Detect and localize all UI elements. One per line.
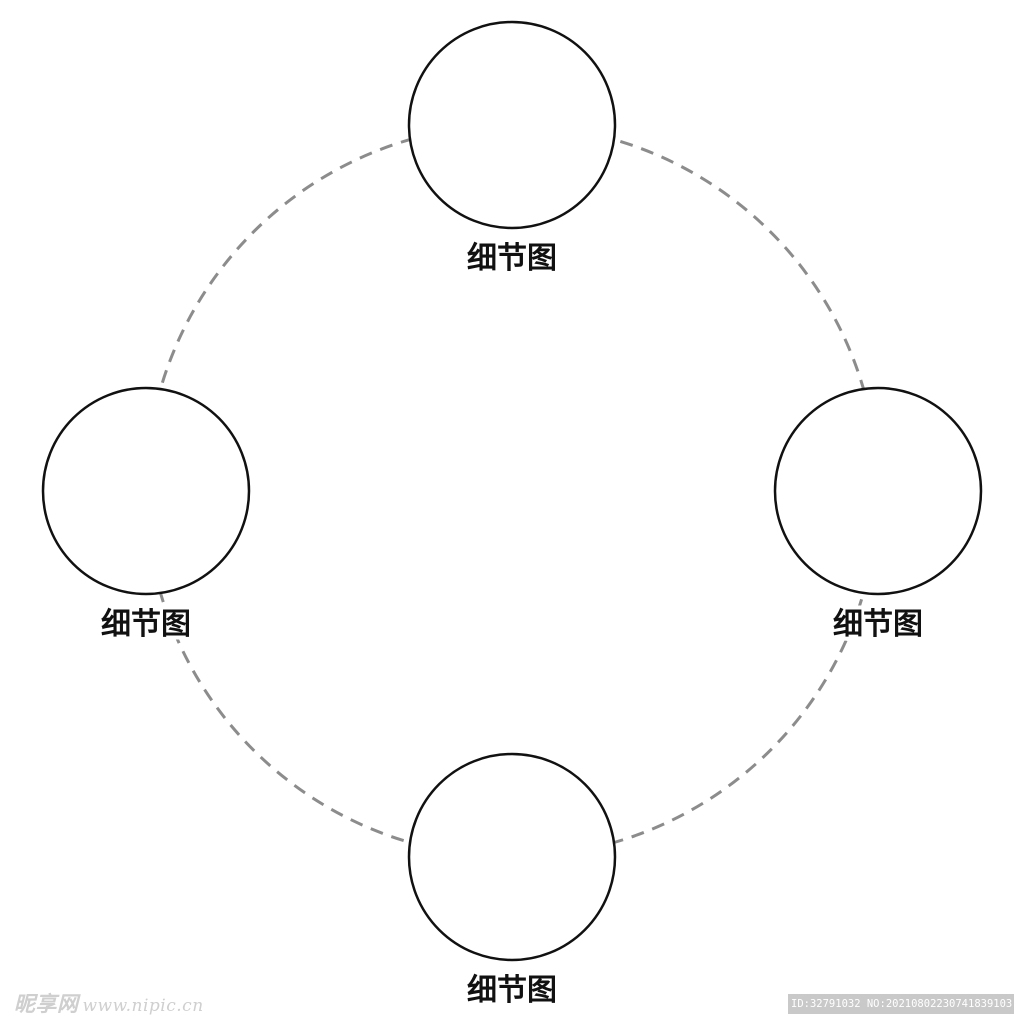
node-label-left: 细节图 <box>101 607 191 642</box>
node-label-right: 细节图 <box>833 607 923 642</box>
watermark-site-url: www.nipic.cn <box>82 996 204 1016</box>
node-label-top: 细节图 <box>467 241 557 276</box>
node-circle-bottom <box>407 752 617 962</box>
node-label-bottom: 细节图 <box>467 973 557 1008</box>
node-circle-left <box>41 386 251 596</box>
watermark-image-info: ID:32791032 NO:20210802230741839103 <box>788 994 1014 1014</box>
watermark-site-name: 昵享网 <box>14 991 79 1016</box>
node-circle-right <box>773 386 983 596</box>
node-circle-top <box>407 20 617 230</box>
